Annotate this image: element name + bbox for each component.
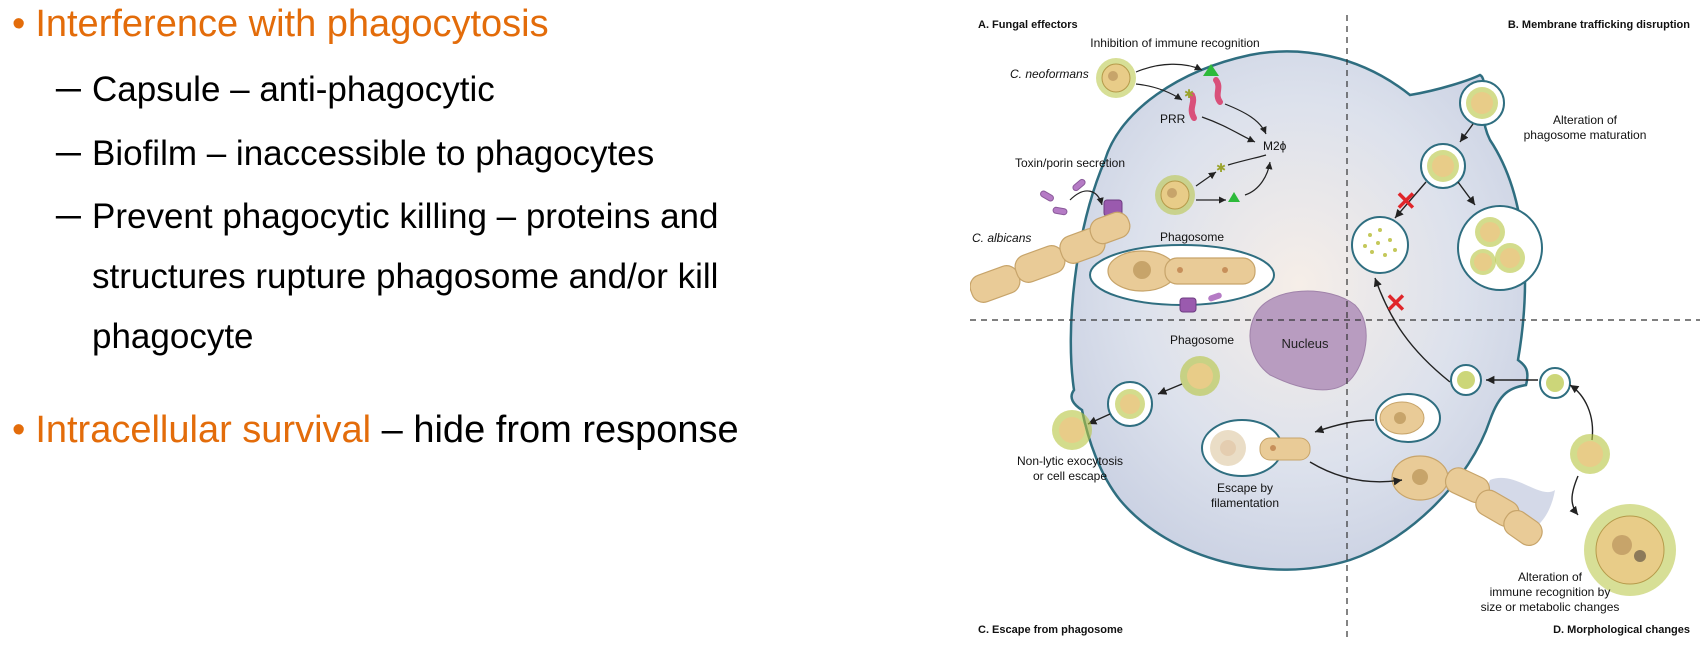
phagosome-c-right: [1375, 393, 1441, 443]
c-neoformans-label: C. neoformans: [1010, 67, 1089, 81]
dash-marker: ─: [56, 134, 81, 173]
bullet-marker: •: [12, 409, 26, 451]
escape-line2: filamentation: [1211, 496, 1279, 510]
bullet-intracellular: •Intracellular survival – hide from resp…: [12, 408, 739, 452]
phagosome-top-label: Phagosome: [1160, 230, 1224, 244]
degraded-phagosome: [1351, 216, 1409, 274]
m2-label: M2ϕ: [1263, 139, 1287, 153]
titan-cell: [1584, 504, 1676, 596]
bullet-intracellular-highlight: Intracellular survival: [35, 409, 372, 451]
prr-receptors: [1188, 77, 1223, 121]
yeast-d-medium: [1570, 434, 1610, 474]
toxin-label: Toxin/porin secretion: [1015, 156, 1125, 170]
c-albicans-label: C. albicans: [972, 231, 1031, 245]
alteration-phagosome-line1: Alteration of: [1553, 113, 1618, 127]
quadrant-c-title: C. Escape from phagosome: [978, 624, 1123, 636]
phagosome-b-top: [1459, 80, 1505, 126]
escaping-hyphae: [1391, 455, 1543, 547]
slide-text: •Interference with phagocytosis ─ Capsul…: [12, 2, 739, 452]
bullet-phagocytosis-text: Interference with phagocytosis: [35, 3, 549, 45]
dash-marker: ─: [56, 197, 81, 236]
sub-bullet-prevent-killing: ─ Prevent phagocytic killing – proteins …: [56, 187, 718, 356]
quadrant-a-title: A. Fungal effectors: [978, 19, 1078, 31]
phagosome-b-middle: [1420, 143, 1466, 189]
sub-bullet-biofilm: ─ Biofilm – inaccessible to phagocytes: [56, 124, 654, 184]
alteration-immune-line3: size or metabolic changes: [1481, 600, 1620, 614]
toxin-particles: [1040, 178, 1086, 216]
block-mark-upper: ✕: [1395, 186, 1417, 216]
block-mark-lower: ✕: [1385, 288, 1407, 318]
quadrant-b-title: B. Membrane trafficking disruption: [1508, 19, 1690, 31]
sub-bullet-capsule-text: Capsule – anti-phagocytic: [92, 70, 495, 109]
phagosome-bottom-label: Phagosome: [1170, 333, 1234, 347]
bullet-phagocytosis: •Interference with phagocytosis: [12, 2, 549, 46]
internal-yeast: [1155, 175, 1195, 215]
alteration-phagosome-line2: phagosome maturation: [1524, 128, 1647, 142]
escaped-yeast: [1052, 410, 1092, 450]
alteration-immune-line1: Alteration of: [1518, 570, 1583, 584]
sub-bullet-capsule: ─ Capsule – anti-phagocytic: [56, 60, 495, 120]
sub-bullet-biofilm-text: Biofilm – inaccessible to phagocytes: [92, 134, 655, 173]
svg-text:✱: ✱: [1216, 161, 1226, 175]
escape-line1: Escape by: [1217, 481, 1273, 495]
nonlytic-line1: Non-lytic exocytosis: [1017, 454, 1123, 468]
fungal-evasion-diagram: Nucleus A. Fungal effectors B. Membrane …: [969, 15, 1700, 640]
c-albicans-hyphae: [969, 211, 1131, 303]
ligand-star: ✱: [1184, 87, 1194, 101]
nonlytic-line2: or cell escape: [1033, 469, 1107, 483]
phagosome-d-small: [1450, 364, 1482, 396]
inhibition-label: Inhibition of immune recognition: [1090, 36, 1259, 50]
nucleus-label: Nucleus: [1282, 336, 1329, 351]
nucleus-shape: [1249, 290, 1367, 391]
phagosome-d-entry: [1539, 367, 1571, 399]
sub-bullet-prevent-killing-text: Prevent phagocytic killing – proteins an…: [92, 197, 719, 356]
quadrant-d-title: D. Morphological changes: [1553, 624, 1690, 636]
filamentation-phagosome: [1201, 419, 1311, 477]
alteration-immune-line2: immune recognition by: [1490, 585, 1611, 599]
prr-label: PRR: [1160, 112, 1186, 126]
c-neoformans-cell: [1096, 58, 1136, 98]
phagosome-c-exit: [1107, 381, 1153, 427]
bullet-intracellular-rest: – hide from response: [371, 409, 739, 451]
green-ligand: [1203, 64, 1219, 76]
fungal-evasion-figure: Nucleus A. Fungal effectors B. Membrane …: [969, 0, 1700, 640]
phagosome-b-large: [1457, 205, 1543, 291]
dash-marker: ─: [56, 70, 81, 109]
phagosome-c-top: [1180, 356, 1220, 396]
bullet-marker: •: [12, 3, 26, 45]
